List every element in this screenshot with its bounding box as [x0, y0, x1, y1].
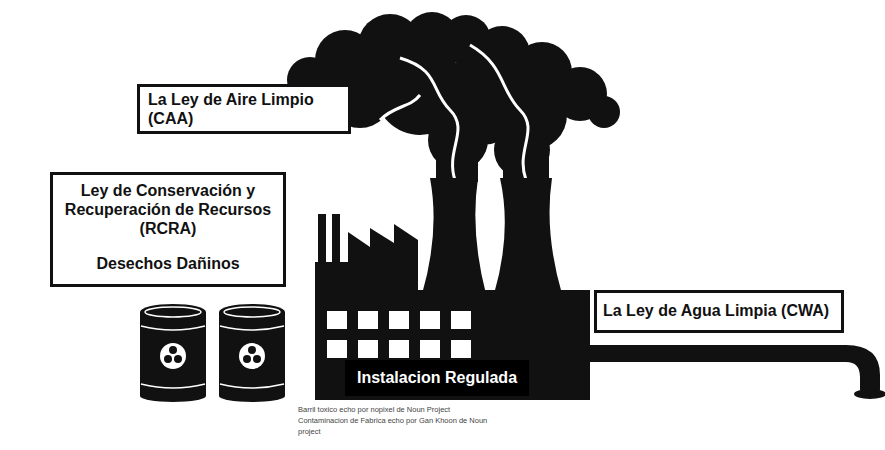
- factory: [315, 178, 885, 400]
- hazard-lobe: [174, 355, 182, 363]
- window: [389, 311, 409, 329]
- barrel-rib: [220, 384, 284, 388]
- hazard-symbol: [160, 343, 186, 369]
- pipe-outlet: [854, 389, 885, 399]
- hazard-lobe: [243, 355, 251, 363]
- hazard-lobe: [164, 355, 172, 363]
- window: [451, 311, 471, 329]
- smoke-puff: [588, 96, 620, 128]
- cooling-tower: [494, 178, 562, 294]
- hazard-lobe: [169, 346, 177, 354]
- box-heading: Instalacion Regulada: [357, 368, 517, 387]
- hazard-lobe: [253, 355, 261, 363]
- factory-body: [315, 224, 590, 400]
- factory-windows: [327, 311, 471, 358]
- smoke-swirl: [400, 58, 458, 180]
- window: [327, 340, 347, 358]
- window: [451, 340, 471, 358]
- credit-notes: Barril toxico echo por nopixel de Noun P…: [298, 404, 494, 437]
- window: [358, 340, 378, 358]
- law-box: La Ley de Agua Limpia (CWA): [594, 290, 844, 333]
- barrel-rib: [220, 326, 284, 330]
- cooling-tower: [422, 178, 486, 294]
- hazard-lobe: [248, 346, 256, 354]
- law-box: Ley de Conservación y Recuperación de Re…: [50, 172, 286, 287]
- barrel-body: [219, 312, 285, 396]
- toxic-barrel: [219, 304, 285, 402]
- credit-note: Contaminacion de Fabrica echo por Gan Kh…: [298, 415, 494, 437]
- discharge-pipe: [586, 345, 880, 390]
- box-heading: Ley de Conservación y Recuperación de Re…: [59, 181, 277, 238]
- barrel-body: [140, 312, 206, 396]
- small-stack: [332, 214, 340, 264]
- barrel-bottom: [219, 390, 285, 402]
- box-body: Desechos Dañinos: [59, 254, 277, 273]
- facility-label: Instalacion Regulada: [345, 360, 529, 396]
- box-heading: La Ley de Agua Limpia (CWA): [603, 301, 835, 320]
- credit-note: Barril toxico echo por nopixel de Noun P…: [298, 404, 494, 415]
- smoke-column: [436, 140, 478, 182]
- law-box: La Ley de Aire Limpio (CAA): [137, 84, 351, 134]
- window: [327, 311, 347, 329]
- window: [420, 340, 440, 358]
- barrel-rib: [141, 384, 205, 388]
- barrel-top: [219, 304, 285, 320]
- barrel-bottom: [140, 390, 206, 402]
- barrel-rim: [145, 307, 201, 317]
- barrel-top: [140, 304, 206, 320]
- smoke-swirl: [380, 95, 420, 120]
- small-stack: [318, 214, 326, 264]
- barrel-rim: [224, 307, 280, 317]
- toxic-barrel: [140, 304, 206, 402]
- smoke-swirl: [470, 45, 528, 180]
- window: [358, 311, 378, 329]
- smoke-swirls: [380, 45, 528, 180]
- box-heading: La Ley de Aire Limpio (CAA): [148, 90, 340, 128]
- hazard-symbol: [239, 343, 265, 369]
- barrel-rib: [141, 326, 205, 330]
- window: [420, 311, 440, 329]
- window: [389, 340, 409, 358]
